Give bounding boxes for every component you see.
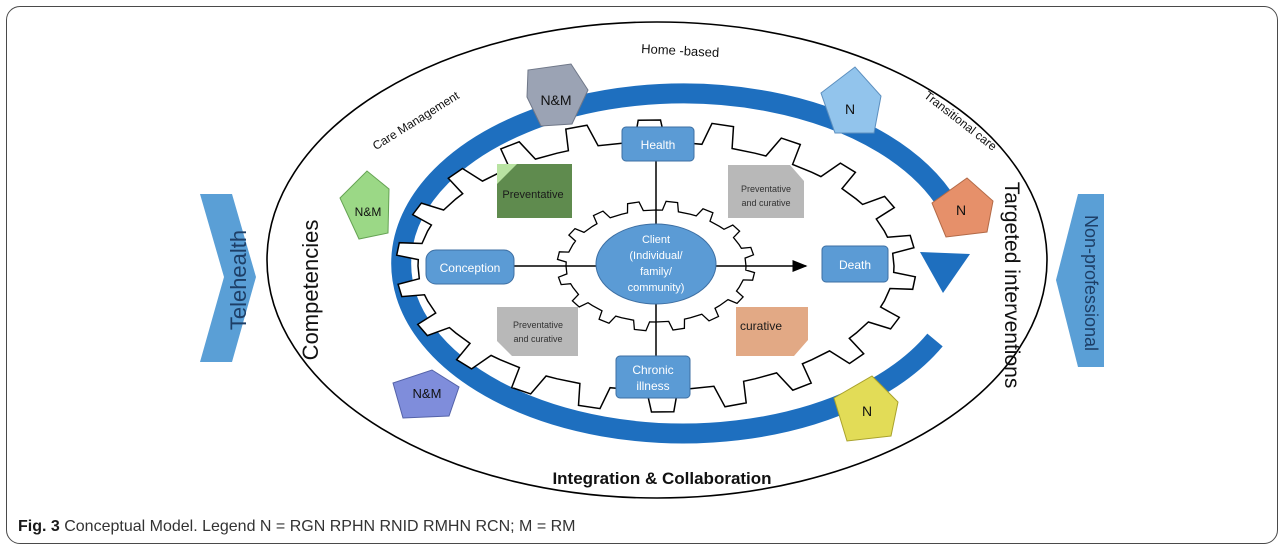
badge-right-label: N — [956, 202, 966, 218]
client-node: Client (Individual/ family/ community) — [595, 223, 717, 305]
preventative-curative-box-bottom: Preventative and curative — [497, 307, 578, 356]
client-line1: Client — [642, 234, 670, 246]
home-based-label: Home -based — [641, 41, 720, 60]
telehealth-arrow: Telehealth — [200, 194, 256, 362]
preventative-box: Preventative — [497, 164, 572, 218]
preventative-curative-box-top: Preventative and curative — [728, 165, 804, 218]
badge-top-nm: N&M — [526, 63, 589, 127]
badge-top-right-label: N — [845, 101, 855, 117]
conception-node: Conception — [425, 249, 515, 285]
client-line3: family/ — [640, 266, 673, 278]
top-right-quadrant-line2: and curative — [741, 198, 790, 208]
chronic-label-line2: illness — [636, 379, 669, 393]
telehealth-label: Telehealth — [226, 230, 251, 330]
badge-right-n: N — [931, 177, 994, 238]
conception-label: Conception — [440, 261, 501, 275]
transitional-care-label: Transitional care — [921, 88, 999, 154]
figure-frame — [6, 6, 1278, 544]
chronic-illness-node: Chronic illness — [615, 355, 691, 399]
badge-top-right-n: N — [820, 66, 882, 134]
non-professional-label: Non-professional — [1081, 215, 1101, 351]
caption-label: Fig. 3 — [18, 518, 60, 535]
badge-bottom-left-label: N&M — [413, 386, 442, 401]
death-label: Death — [839, 258, 871, 272]
curative-box: curative — [736, 307, 808, 356]
top-right-quadrant-line1: Preventative — [741, 184, 791, 194]
curative-label: curative — [740, 319, 782, 333]
targeted-interventions-label: Targeted interventions — [1000, 182, 1023, 389]
preventative-label: Preventative — [502, 189, 563, 201]
chronic-label-line1: Chronic — [632, 363, 673, 377]
badge-bottom-right-n: N — [833, 375, 899, 442]
badge-left-label: N&M — [355, 205, 382, 219]
client-line4: community) — [628, 282, 685, 294]
bottom-left-quadrant-line2: and curative — [513, 334, 562, 344]
figure-caption: Fig. 3 Conceptual Model. Legend N = RGN … — [18, 518, 575, 536]
client-line2: (Individual/ — [629, 250, 683, 262]
badge-bottom-left-nm: N&M — [392, 369, 460, 419]
bottom-left-quadrant-line1: Preventative — [513, 320, 563, 330]
caption-text: Conceptual Model. Legend N = RGN RPHN RN… — [59, 518, 576, 535]
health-label: Health — [641, 138, 676, 152]
integration-collaboration-label: Integration & Collaboration — [552, 469, 771, 488]
outer-ellipse — [266, 21, 1048, 499]
death-node: Death — [821, 245, 889, 283]
care-management-label: Care Management — [370, 88, 462, 153]
badge-bottom-right-label: N — [862, 403, 872, 419]
non-professional-arrow: Non-professional — [1056, 194, 1104, 367]
badge-left-nm: N&M — [339, 170, 390, 240]
competencies-label: Competencies — [298, 220, 323, 361]
health-node: Health — [621, 126, 695, 162]
badge-top-label: N&M — [540, 92, 571, 108]
